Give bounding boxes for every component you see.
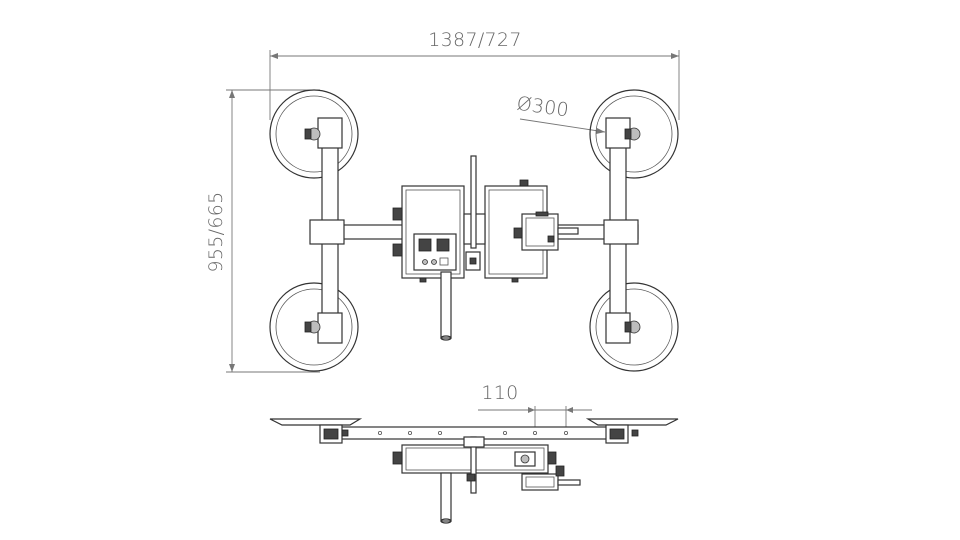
pad-profile-left [269,418,363,426]
tube-spacing-dimension: 110 [478,382,592,432]
side-lift-tube [440,472,452,524]
suction-pad-top-left [269,89,359,179]
lift-tube [440,271,452,341]
beam-clamp-left [309,219,345,245]
beam-clamp-right [603,219,639,245]
tube-spacing-label: 110 [481,382,518,404]
side-brackets [319,424,639,444]
pad-brackets [304,117,641,344]
suction-pad-bottom-left [269,282,359,372]
width-dimension: 1387/727 [269,29,680,120]
width-label: 1387/727 [428,29,521,51]
suction-pad-bottom-right [589,282,679,372]
diameter-dimension: Ø300 [515,93,606,134]
side-handle [463,436,485,494]
side-gauge-module [521,465,581,491]
top-view [269,89,679,372]
height-label: 955/665 [205,191,227,272]
height-dimension: 955/665 [205,89,320,373]
suction-pad-top-right [589,89,679,179]
pad-profile-right [585,418,679,426]
vacuum-housing [392,185,465,283]
center-handle [463,155,486,271]
side-view: 110 [269,382,679,524]
side-beam-holes [377,430,569,435]
diameter-label: Ø300 [515,93,570,122]
gauge-module [513,211,579,251]
